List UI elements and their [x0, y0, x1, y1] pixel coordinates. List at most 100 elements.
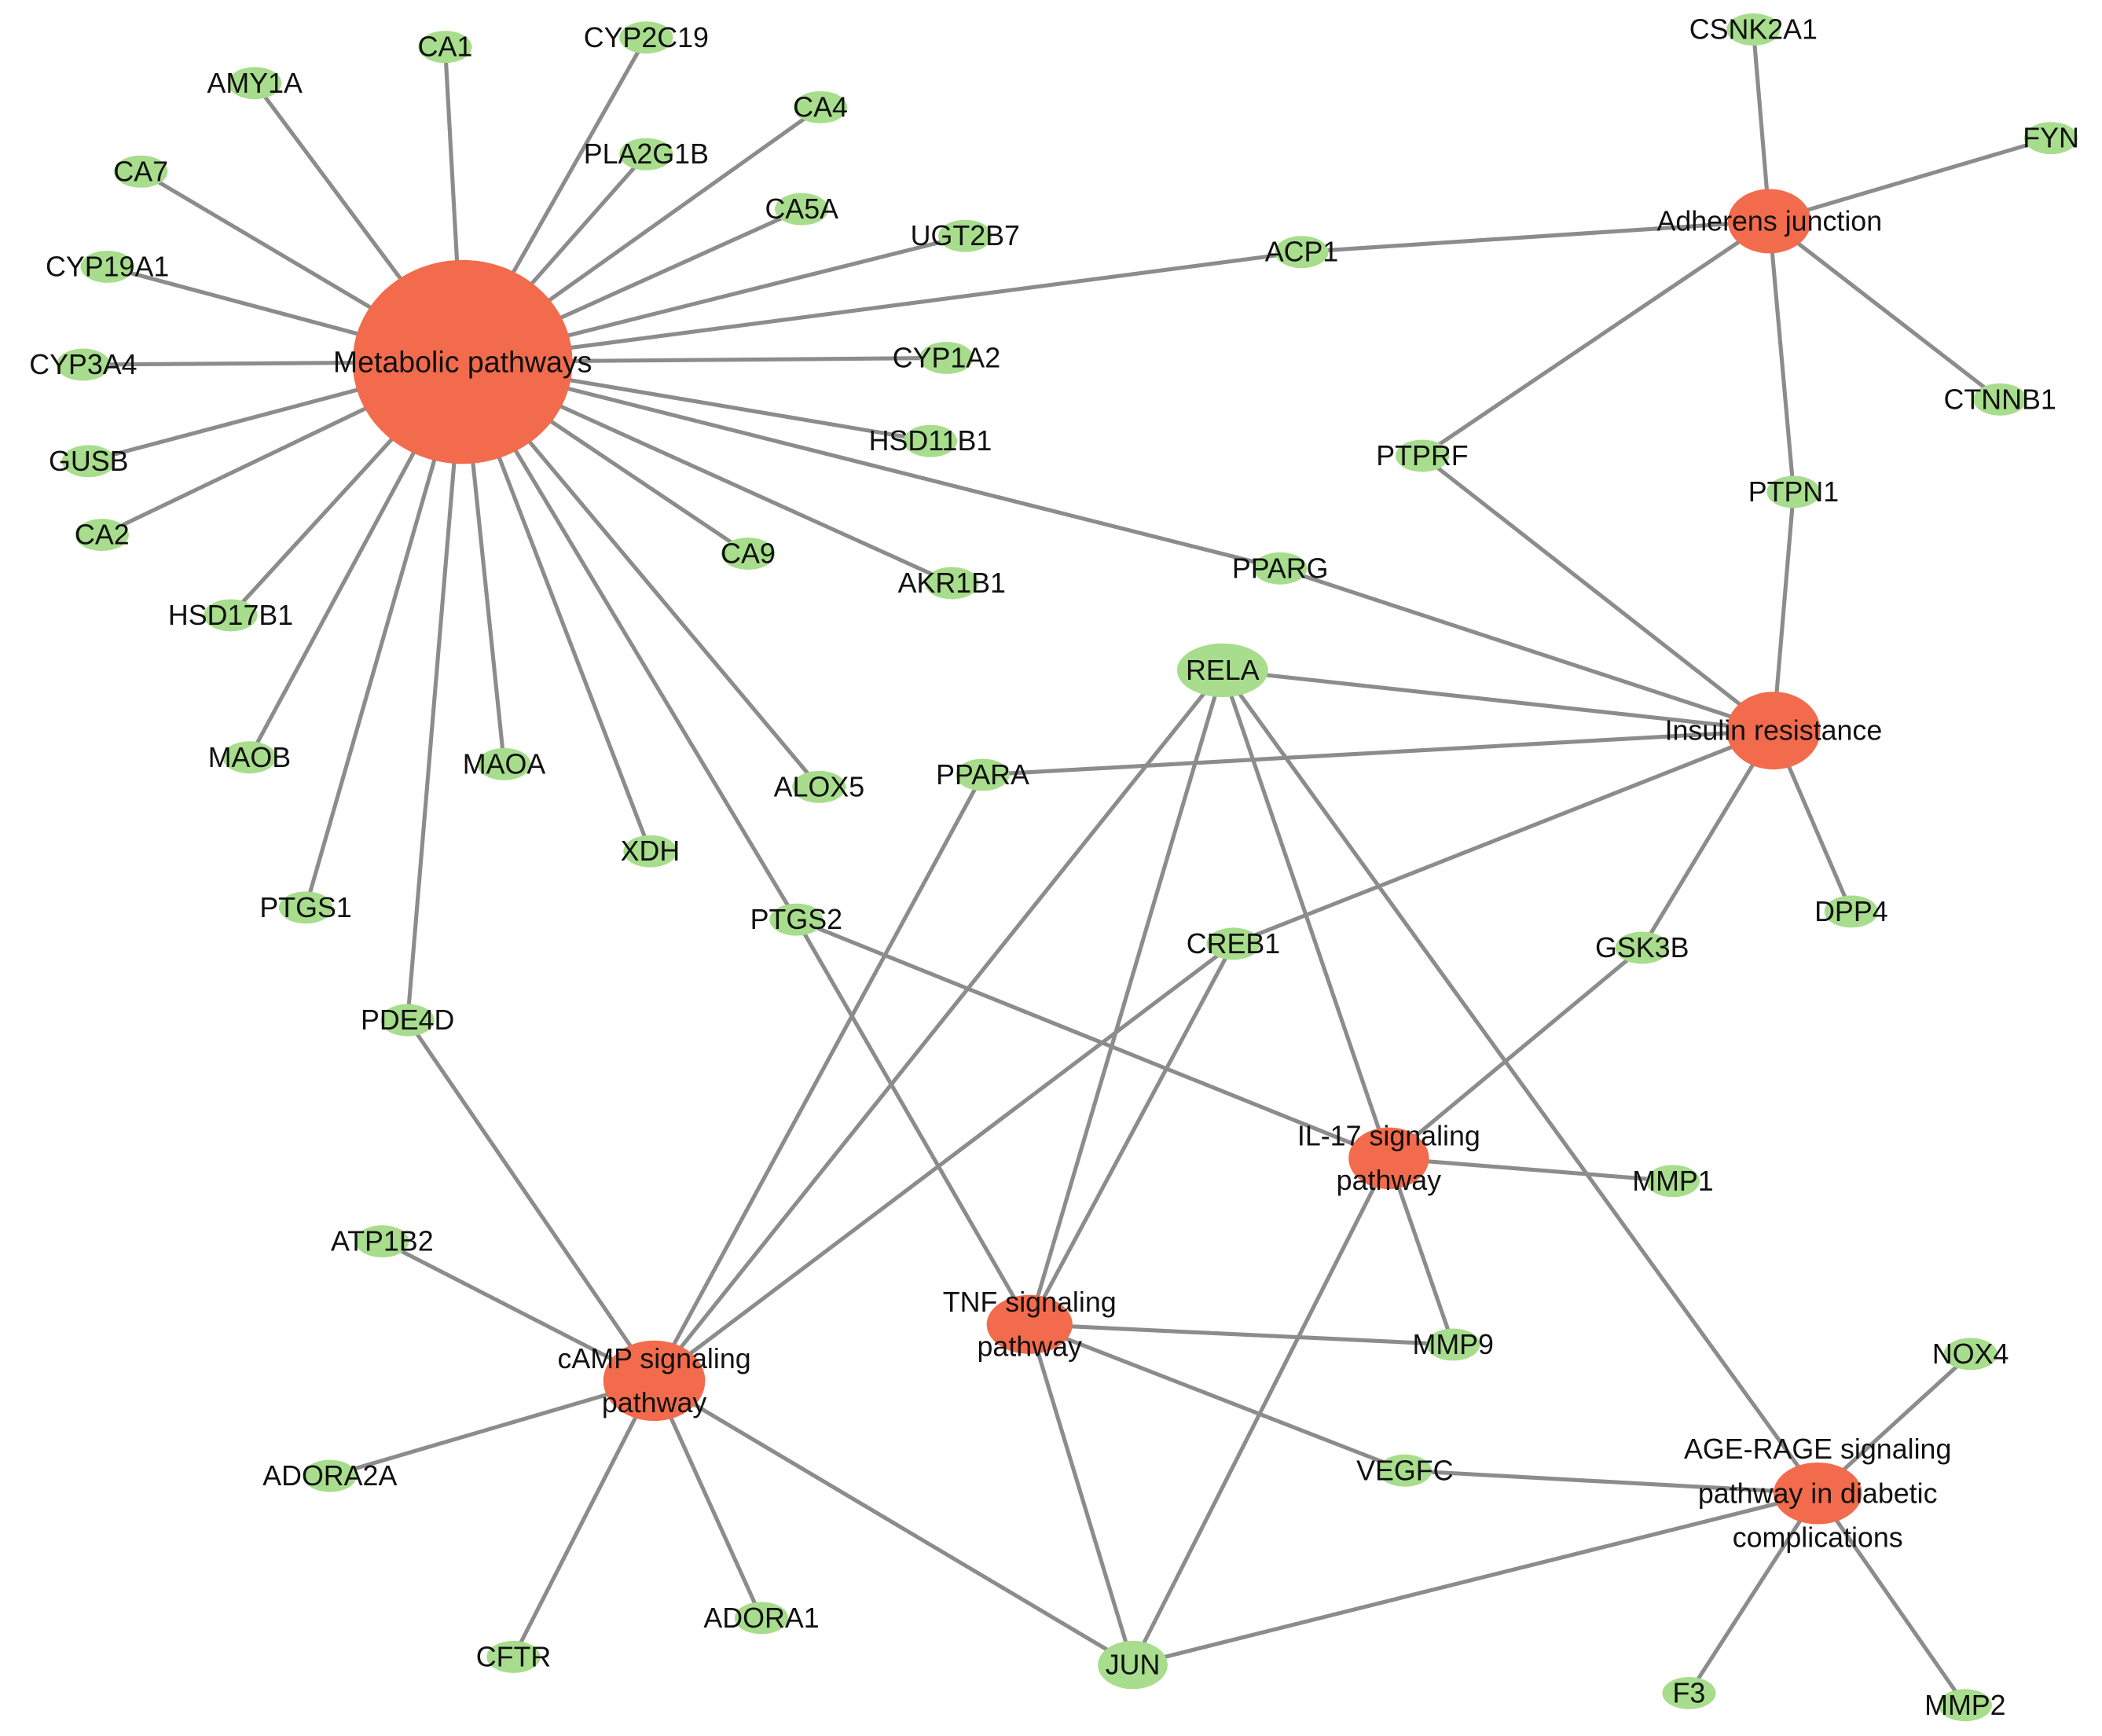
- edge-insulin-CREB1: [1232, 729, 1774, 946]
- edge-camp-JUN: [653, 1378, 1134, 1667]
- gene-node-ca2[interactable]: [75, 519, 129, 552]
- gene-node-pla2g1b[interactable]: [619, 138, 673, 171]
- gene-node-ctnnb1[interactable]: [1973, 383, 2027, 416]
- gene-node-adora1[interactable]: [734, 1602, 789, 1635]
- gene-label-cyp2c19: CYP2C19: [584, 22, 709, 53]
- gene-node-f3[interactable]: [1662, 1676, 1716, 1709]
- gene-node-csnk2a1[interactable]: [1726, 13, 1781, 46]
- gene-node-ca7[interactable]: [114, 155, 168, 188]
- network-nodes: [56, 13, 2078, 1722]
- gene-label-ca4: CA4: [793, 91, 848, 123]
- gene-label-mmp2: MMP2: [1924, 1690, 2005, 1721]
- edge-metabolic-PDE4D: [405, 362, 465, 1021]
- gene-label-creb1: CREB1: [1187, 928, 1280, 960]
- pathway-node-tnf[interactable]: [986, 1294, 1073, 1354]
- gene-node-ptgs2[interactable]: [769, 903, 824, 936]
- edge-il17-RELA: [1220, 670, 1391, 1159]
- gene-node-fyn[interactable]: [2023, 122, 2078, 155]
- gene-node-pparg[interactable]: [1253, 552, 1308, 585]
- pathway-node-camp[interactable]: [603, 1340, 706, 1422]
- edge-metabolic-PPARG: [462, 360, 1281, 571]
- gene-node-acp1[interactable]: [1275, 236, 1329, 269]
- gene-label-fyn: FYN: [2023, 123, 2079, 154]
- edge-camp-ADORA2A: [329, 1378, 655, 1478]
- gene-label-pparg: PPARG: [1232, 552, 1329, 584]
- gene-node-ptgs1[interactable]: [278, 891, 333, 924]
- gene-label-cyp1a2: CYP1A2: [893, 342, 1000, 373]
- gene-label-ca9: CA9: [721, 538, 776, 569]
- edge-camp-PPARA: [652, 773, 985, 1382]
- gene-label-pla2g1b: PLA2G1B: [584, 138, 709, 170]
- gene-node-rela[interactable]: [1176, 643, 1268, 698]
- gene-label-ca2: CA2: [75, 519, 130, 551]
- gene-label-ptpn1: PTPN1: [1748, 476, 1839, 508]
- gene-node-alox5[interactable]: [792, 770, 846, 803]
- gene-label-mmp9: MMP9: [1413, 1329, 1494, 1360]
- gene-node-cyp2c19[interactable]: [619, 21, 673, 54]
- gene-label-acp1: ACP1: [1265, 237, 1339, 268]
- pathway-node-adherens[interactable]: [1727, 189, 1811, 254]
- pathway-label-agerage-line-3: complications: [1733, 1522, 1903, 1554]
- gene-node-dpp4[interactable]: [1824, 895, 1878, 928]
- gene-label-cyp19a1: CYP19A1: [46, 251, 169, 282]
- edge-metabolic-PTGS2: [460, 361, 798, 921]
- gene-label-xdh: XDH: [621, 835, 680, 867]
- gene-label-maob: MAOB: [208, 742, 291, 773]
- edge-tnf-CREB1: [1027, 942, 1235, 1326]
- gene-label-ctnnb1: CTNNB1: [1944, 384, 2056, 415]
- gene-node-maob[interactable]: [222, 741, 277, 774]
- edge-tnf-PTGS2: [794, 918, 1032, 1326]
- edge-camp-CFTR: [512, 1379, 656, 1658]
- gene-node-nox4[interactable]: [1943, 1338, 1997, 1371]
- gene-node-ptpn1[interactable]: [1766, 475, 1821, 508]
- gene-node-xdh[interactable]: [623, 835, 677, 868]
- edge-camp-ATP1B2: [381, 1239, 655, 1383]
- gene-node-pde4d[interactable]: [380, 1004, 435, 1037]
- gene-node-hsd17b1[interactable]: [204, 599, 258, 632]
- gene-node-mmp2[interactable]: [1938, 1689, 1992, 1722]
- pathway-label-tnf-line-2: pathway: [978, 1330, 1082, 1362]
- gene-node-gusb[interactable]: [61, 445, 116, 478]
- pathway-node-il17[interactable]: [1348, 1127, 1429, 1190]
- pathway-node-agerage[interactable]: [1773, 1463, 1862, 1525]
- gene-node-jun[interactable]: [1098, 1640, 1168, 1690]
- edge-camp-ADORA1: [652, 1379, 764, 1619]
- gene-node-ppara[interactable]: [956, 758, 1010, 791]
- gene-node-ugt2b7[interactable]: [938, 219, 992, 252]
- pathway-label-camp-line-1: cAMP signaling: [557, 1343, 750, 1374]
- gene-label-pde4d: PDE4D: [361, 1004, 454, 1036]
- gene-node-adora2a[interactable]: [303, 1459, 357, 1492]
- gene-node-creb1[interactable]: [1206, 927, 1260, 960]
- gene-node-mmp1[interactable]: [1645, 1165, 1700, 1198]
- edge-agerage-F3: [1687, 1492, 1820, 1694]
- gene-label-ppara: PPARA: [936, 759, 1029, 791]
- pathway-node-metabolic[interactable]: [352, 259, 573, 464]
- gene-node-ca4[interactable]: [793, 90, 848, 123]
- pathway-label-metabolic-line-1: Metabolic pathways: [333, 346, 592, 379]
- gene-node-gsk3b[interactable]: [1615, 931, 1669, 964]
- gene-node-ca9[interactable]: [721, 538, 776, 570]
- gene-node-akr1b1[interactable]: [925, 567, 979, 600]
- gene-node-cyp3a4[interactable]: [56, 348, 111, 381]
- gene-node-cyp19a1[interactable]: [80, 250, 134, 283]
- gene-node-cyp1a2[interactable]: [919, 341, 974, 374]
- edge-camp-CREB1: [653, 941, 1235, 1383]
- edge-adherens-CTNNB1: [1768, 219, 2001, 402]
- pathway-label-insulin-line-1: Insulin resistance: [1665, 715, 1883, 747]
- gene-label-vegfc: VEGFC: [1356, 1455, 1453, 1486]
- gene-node-atp1b2[interactable]: [355, 1225, 409, 1258]
- gene-node-cftr[interactable]: [486, 1640, 541, 1673]
- gene-label-amy1a: AMY1A: [207, 68, 303, 99]
- gene-label-csnk2a1: CSNK2A1: [1689, 14, 1818, 46]
- gene-node-ca1[interactable]: [418, 31, 472, 64]
- gene-node-vegfc[interactable]: [1377, 1454, 1432, 1487]
- pathway-node-insulin[interactable]: [1726, 692, 1821, 770]
- gene-node-maoa[interactable]: [477, 747, 531, 780]
- gene-node-ptprf[interactable]: [1395, 439, 1450, 472]
- edge-il17-JUN: [1131, 1157, 1391, 1666]
- gene-node-hsd11b1[interactable]: [903, 424, 958, 457]
- gene-node-mmp9[interactable]: [1426, 1328, 1480, 1361]
- gene-node-amy1a[interactable]: [228, 67, 282, 100]
- gene-label-cftr: CFTR: [476, 1641, 551, 1672]
- gene-node-ca5a[interactable]: [775, 193, 829, 226]
